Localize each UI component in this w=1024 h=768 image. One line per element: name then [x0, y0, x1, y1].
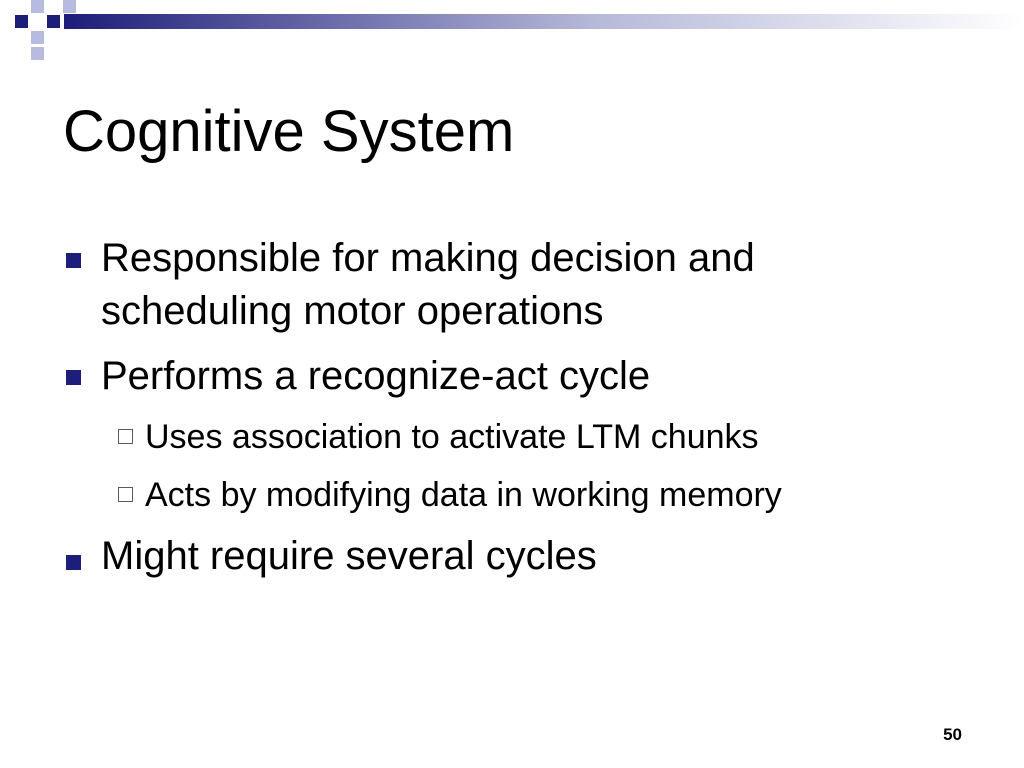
square-bullet-icon	[66, 555, 81, 570]
banner-gradient-bar	[64, 14, 1024, 29]
banner-square	[31, 31, 44, 44]
bullet-text-line: Responsible for making decision and	[101, 236, 755, 280]
square-bullet-icon	[66, 370, 81, 385]
slide-title: Cognitive System	[63, 99, 515, 164]
banner-square	[63, 0, 76, 13]
banner-square	[47, 15, 60, 28]
bullet-text-line: Might require several cycles	[101, 534, 597, 578]
sub-bullet-text: Acts by modifying data in working memory	[145, 476, 782, 514]
hollow-square-bullet-icon	[118, 429, 133, 444]
sub-bullet-text: Uses association to activate LTM chunks	[145, 418, 759, 456]
page-number: 50	[943, 725, 962, 744]
square-bullet-icon	[66, 253, 81, 268]
banner-square	[31, 47, 44, 60]
bullet-text-line: Performs a recognize-act cycle	[101, 354, 651, 398]
banner-square	[15, 15, 28, 28]
hollow-square-bullet-icon	[118, 487, 133, 502]
banner-square	[31, 0, 44, 13]
bullet-text-line: scheduling motor operations	[101, 289, 604, 333]
top-banner-decoration	[15, 0, 1024, 60]
